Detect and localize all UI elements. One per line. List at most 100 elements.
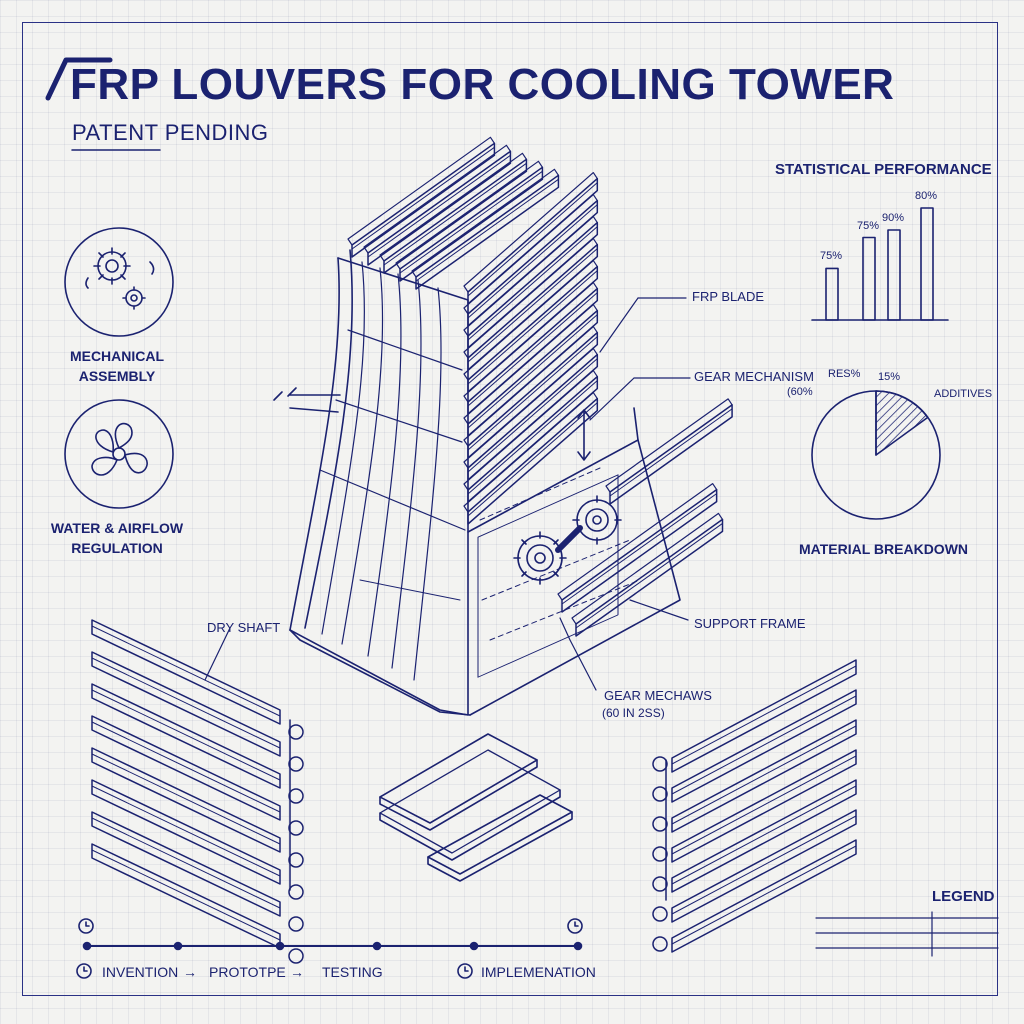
louver-blade-top bbox=[463, 325, 598, 447]
louver-blade-edge bbox=[467, 292, 598, 407]
louver-blade-edge bbox=[467, 270, 598, 385]
timeline-arrow-1: → bbox=[183, 964, 197, 980]
louver-blade bbox=[671, 839, 857, 953]
frp-sheets bbox=[379, 733, 573, 882]
louver-blade bbox=[91, 811, 281, 917]
louver-blade bbox=[671, 719, 857, 833]
drawing-frame bbox=[22, 22, 998, 996]
pivot-ring bbox=[652, 846, 668, 862]
louver-blade bbox=[91, 715, 281, 821]
gears-icon bbox=[64, 227, 174, 337]
louver-blade-edge bbox=[415, 178, 559, 282]
tower-louvers bbox=[347, 136, 599, 525]
left-louver-panel bbox=[91, 619, 304, 964]
louver-blade bbox=[609, 404, 733, 505]
bar bbox=[825, 267, 839, 321]
mechanical-assembly-label: MECHANICAL ASSEMBLY bbox=[69, 348, 165, 384]
louver-blade bbox=[467, 199, 599, 327]
pivot-ring bbox=[288, 852, 304, 868]
louver-blade-top bbox=[411, 168, 560, 278]
louver-blade bbox=[467, 331, 599, 459]
louver-blade-top bbox=[463, 259, 598, 381]
callout-support-frame: SUPPORT FRAME bbox=[694, 616, 806, 631]
louver-blade bbox=[91, 779, 281, 885]
louver-blade bbox=[467, 309, 599, 437]
water-airflow-label: WATER & AIRFLOW REGULATION bbox=[50, 520, 184, 556]
louver-blade bbox=[415, 174, 560, 290]
material-pie bbox=[811, 390, 941, 520]
timeline-step-invention: INVENTION bbox=[102, 964, 179, 980]
bar bbox=[887, 229, 901, 321]
legend-box bbox=[815, 911, 999, 957]
callout-lines bbox=[204, 297, 691, 691]
timeline-step-implementation: IMPLEMENATION bbox=[481, 964, 596, 980]
louver-blade-edge bbox=[671, 755, 857, 855]
louver-blade-edge bbox=[467, 358, 598, 473]
louver-blade bbox=[91, 747, 281, 853]
louver-blade-edge bbox=[399, 170, 543, 274]
louver-blade-top bbox=[463, 347, 598, 469]
louver-blade bbox=[467, 397, 599, 525]
louver-blade bbox=[351, 142, 496, 258]
gear-shaft bbox=[555, 525, 583, 553]
pivot-ring bbox=[288, 788, 304, 804]
timeline-arrow-2: → bbox=[290, 964, 304, 980]
bar-label: 90% bbox=[882, 212, 905, 224]
louver-blade-edge bbox=[575, 522, 723, 629]
timeline bbox=[76, 918, 583, 979]
pivot-ring bbox=[288, 948, 304, 964]
louver-blade-top bbox=[571, 512, 724, 625]
louver-blade-edge bbox=[561, 493, 718, 605]
louver-blade bbox=[467, 287, 599, 415]
pie-label-additives: ADDITIVES bbox=[934, 388, 993, 400]
louver-blade bbox=[467, 375, 599, 503]
louver-blade-top bbox=[605, 398, 733, 493]
louver-blade bbox=[467, 243, 599, 371]
clock-icon bbox=[567, 918, 583, 934]
louver-blade bbox=[91, 651, 281, 757]
louver-blade-edge bbox=[671, 815, 857, 915]
louver-blade bbox=[671, 659, 857, 773]
pivot-ring bbox=[652, 876, 668, 892]
louver-blade bbox=[467, 353, 599, 481]
louver-blade-top bbox=[395, 160, 544, 270]
louver-blade bbox=[91, 619, 281, 725]
louver-blade-edge bbox=[609, 408, 733, 497]
louver-blade bbox=[399, 166, 544, 282]
louver-blade-edge bbox=[671, 785, 857, 885]
bar bbox=[862, 236, 876, 321]
louver-blade bbox=[671, 749, 857, 863]
louver-blade-top bbox=[557, 483, 718, 601]
louver-blade bbox=[671, 689, 857, 803]
pivot-ring bbox=[288, 884, 304, 900]
louver-blade-edge bbox=[91, 689, 281, 781]
bar-label: 75% bbox=[820, 250, 843, 263]
louver-blade-edge bbox=[383, 162, 527, 266]
louver-blade-edge bbox=[367, 154, 511, 258]
louver-blade-edge bbox=[467, 226, 598, 341]
pivot-ring bbox=[652, 816, 668, 832]
gear-left bbox=[513, 531, 567, 585]
louver-blade bbox=[671, 809, 857, 923]
louver-blade-edge bbox=[91, 785, 281, 877]
louver-blade bbox=[467, 265, 599, 393]
louver-blade-edge bbox=[467, 182, 598, 297]
pivot-ring bbox=[652, 756, 668, 772]
stat-chart bbox=[811, 207, 949, 321]
bar-label: 75% bbox=[857, 219, 880, 232]
louver-blade-edge bbox=[91, 657, 281, 749]
callout-dry-shaft: DRY SHAFT bbox=[207, 620, 281, 635]
louver-blade-top bbox=[379, 152, 528, 262]
louver-blade bbox=[367, 150, 512, 266]
louver-blade-top bbox=[463, 237, 598, 359]
gear-right bbox=[572, 495, 622, 545]
timeline-step-testing: TESTING bbox=[322, 964, 383, 980]
clock-icon bbox=[78, 918, 94, 934]
louver-blade-edge bbox=[467, 336, 598, 451]
pie-label-60: (60% bbox=[787, 386, 813, 398]
louver-blade-top bbox=[463, 391, 598, 513]
louver-blade-edge bbox=[467, 402, 598, 517]
bar bbox=[920, 207, 934, 321]
louver-blade-top bbox=[463, 215, 598, 337]
louver-blade bbox=[575, 518, 724, 637]
